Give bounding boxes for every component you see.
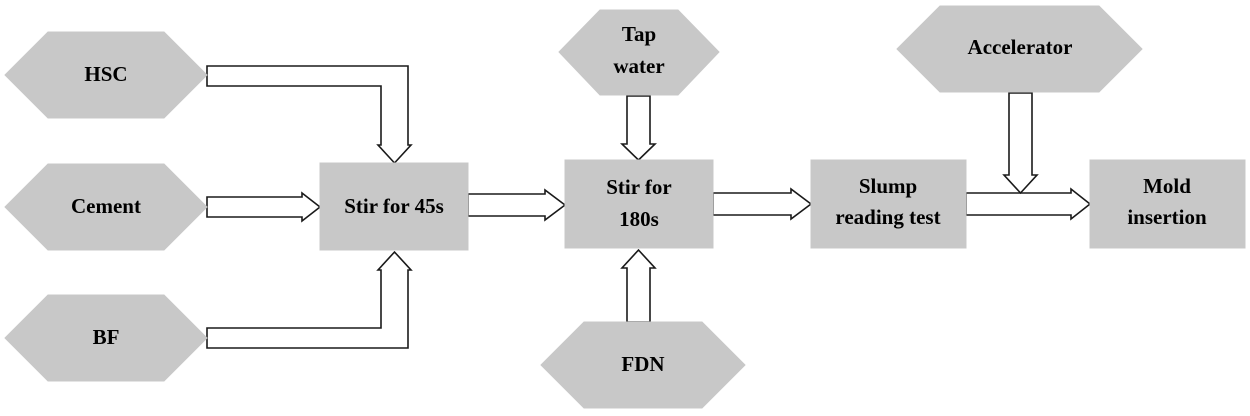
step-stir-45s: Stir for 45s (319, 162, 469, 251)
arrow-fdn-to-stir180 (620, 248, 657, 323)
arrow-hsc-to-stir45 (206, 65, 413, 165)
input-tap-water-label-line1: Tap (622, 22, 656, 46)
hexagon-shape (4, 31, 208, 119)
step-mold-insertion-label-line1: Mold (1143, 174, 1191, 198)
step-mold-insertion-label-line2: insertion (1127, 205, 1207, 229)
hexagon-shape (540, 321, 746, 409)
arrow-accelerator-down (1002, 92, 1039, 195)
input-cement-label: Cement (71, 194, 141, 218)
input-bf-label: BF (93, 325, 120, 349)
input-accelerator: Accelerator (896, 5, 1143, 93)
input-accelerator-label: Accelerator (968, 35, 1073, 59)
input-cement: Cement (4, 163, 208, 251)
process-box (1089, 159, 1246, 249)
process-box (564, 159, 714, 249)
input-fdn-label: FDN (621, 352, 664, 376)
input-fdn: FDN (540, 321, 746, 409)
step-slump-test: Slump reading test (810, 159, 967, 249)
input-tap-water: Tap water (558, 9, 720, 96)
step-slump-test-label-line1: Slump (859, 174, 917, 198)
step-stir-180s-label-line1: Stir for (606, 175, 672, 199)
arrow-bf-to-stir45 (206, 250, 413, 349)
arrow-cement-to-stir45 (206, 191, 322, 223)
input-hsc: HSC (4, 31, 208, 119)
input-bf: BF (4, 294, 208, 382)
hexagon-shape (4, 163, 208, 251)
hexagon-shape (558, 9, 720, 96)
arrow-slump-to-mold (965, 187, 1092, 221)
process-box (810, 159, 967, 249)
step-stir-45s-label: Stir for 45s (344, 194, 444, 218)
arrow-water-to-stir180 (620, 95, 657, 162)
arrow-stir180-to-slump (712, 187, 813, 221)
hexagon-shape (896, 5, 1143, 93)
step-mold-insertion: Mold insertion (1089, 159, 1246, 249)
step-stir-180s-label-line2: 180s (619, 207, 659, 231)
input-hsc-label: HSC (84, 62, 127, 86)
hexagon-shape (4, 294, 208, 382)
arrow-stir45-to-stir180 (467, 188, 567, 222)
process-box (319, 162, 469, 251)
step-stir-180s: Stir for 180s (564, 159, 714, 249)
step-slump-test-label-line2: reading test (835, 205, 940, 229)
input-tap-water-label-line2: water (613, 54, 664, 78)
